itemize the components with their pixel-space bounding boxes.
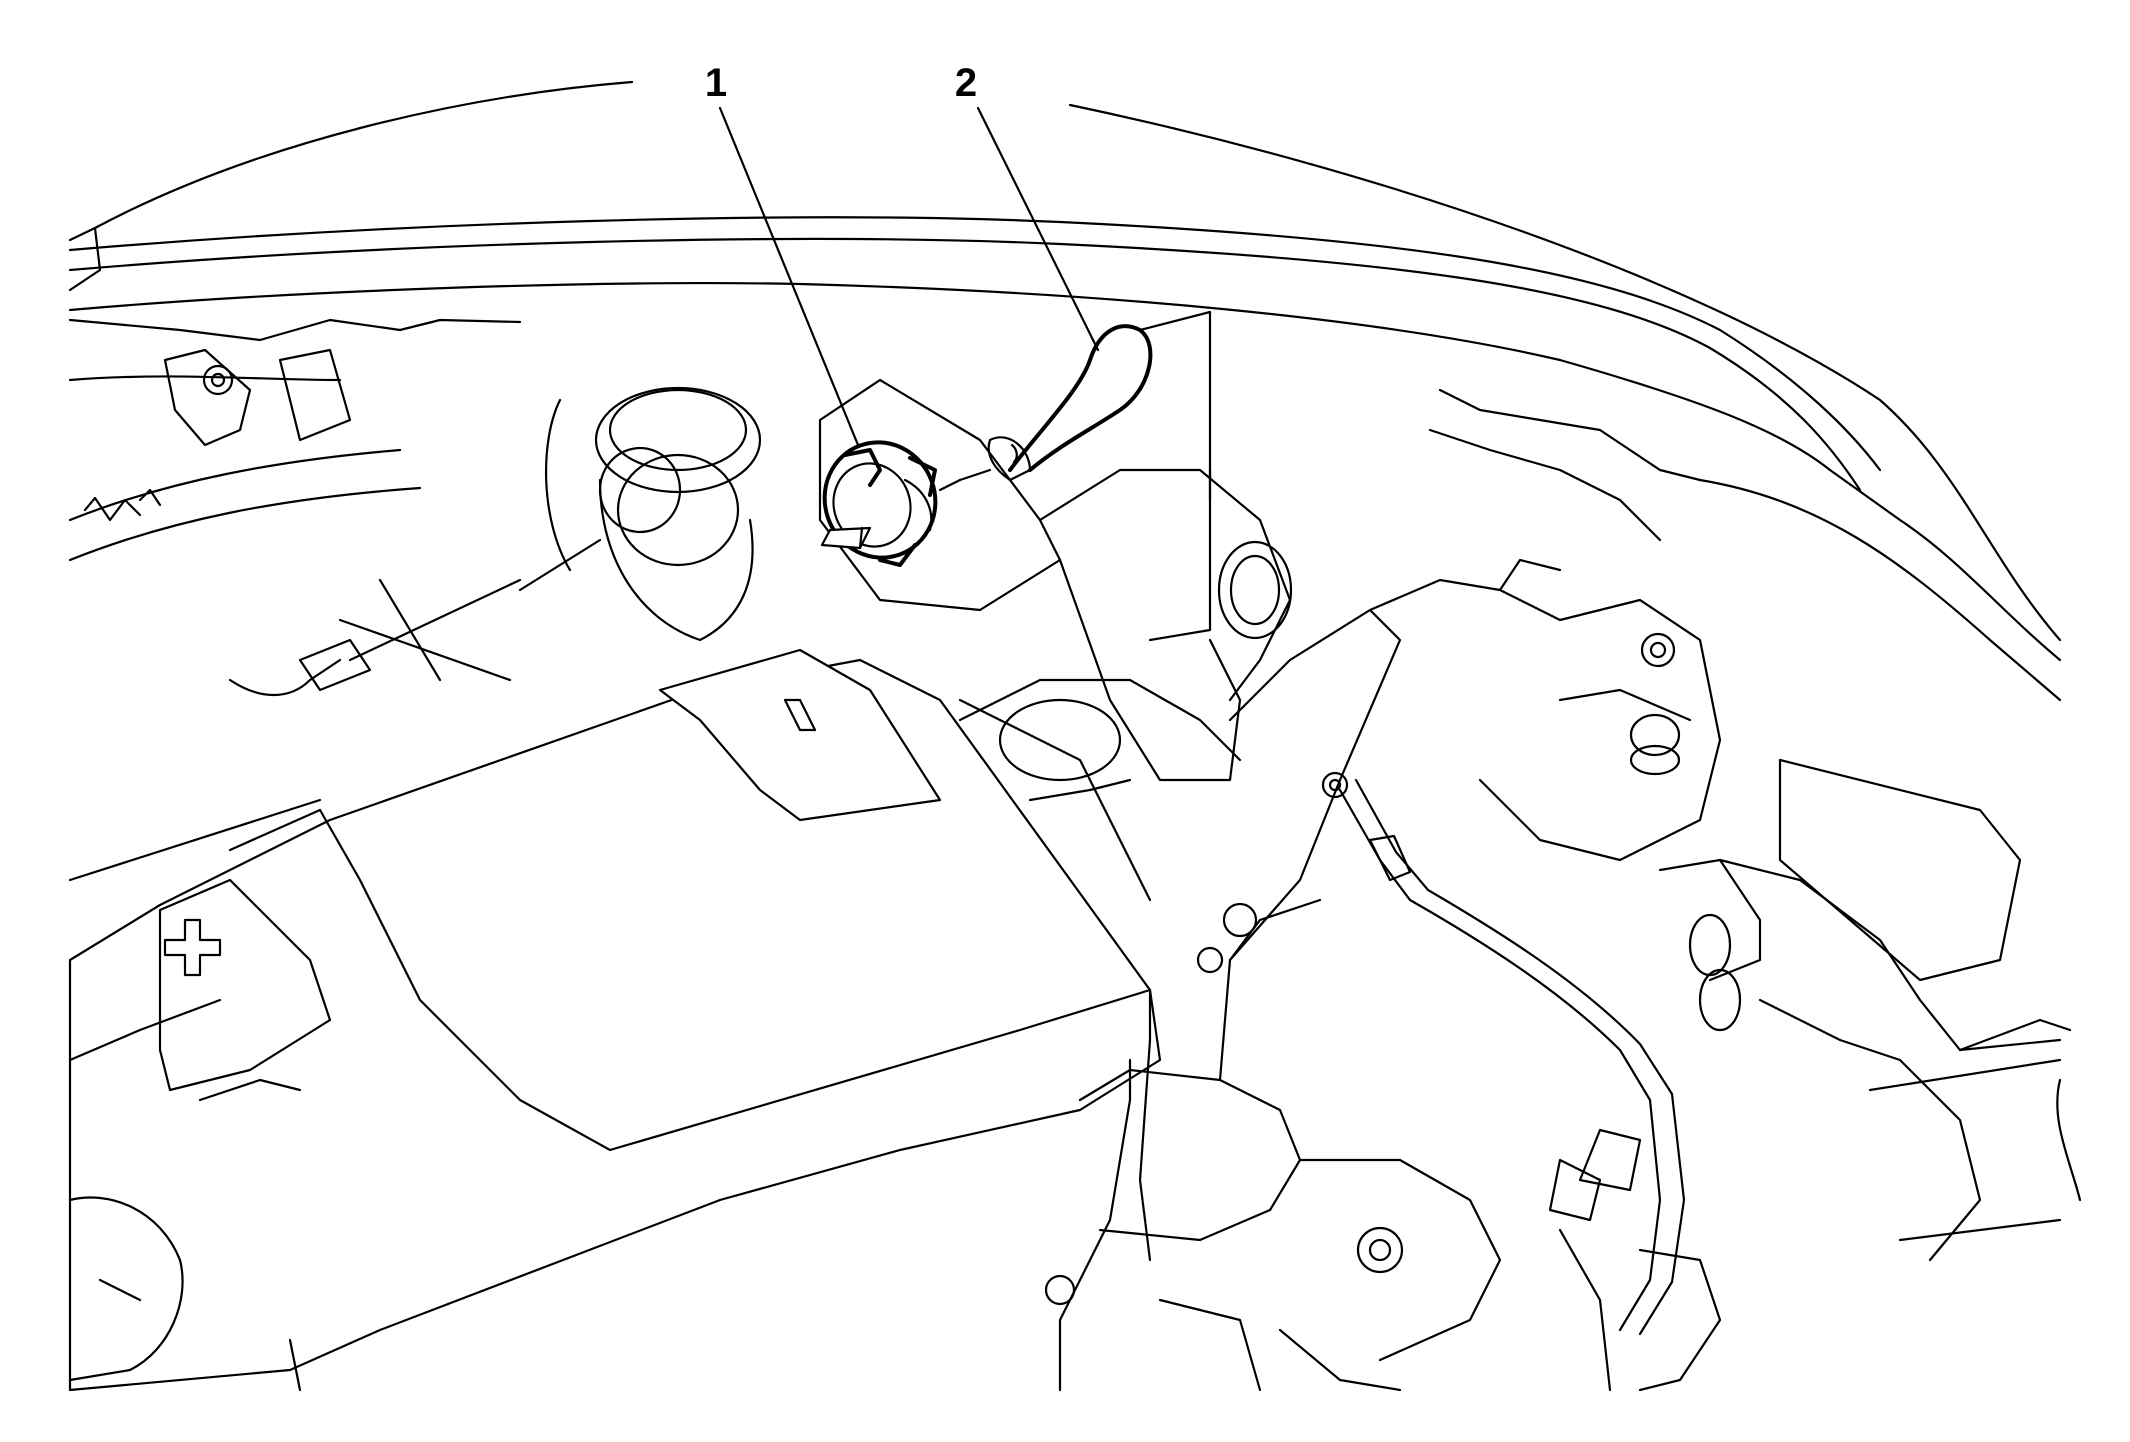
front-fascia [68, 216, 2062, 702]
projection-lines [1138, 310, 1212, 642]
left-upper-structure [68, 318, 522, 562]
harness-ties [228, 538, 602, 697]
positive-terminal-mark [163, 918, 222, 977]
bulb-socket [820, 440, 938, 567]
right-bracket [1228, 558, 1722, 962]
headlamp-bulb [938, 324, 1153, 492]
center-lower-mechanism [1044, 898, 1502, 1392]
bottom-left-part [68, 1196, 302, 1392]
ground-cable [1321, 771, 1686, 1336]
negative-terminal-mark [783, 698, 817, 732]
right-lower-structure [1548, 758, 2082, 1392]
callout-1-leader [718, 106, 860, 447]
washer-fluid-cap [544, 386, 762, 642]
callout-2-label: 2 [955, 61, 977, 105]
callout-2-leader [976, 106, 1100, 352]
battery-fuse-cover [68, 648, 1162, 1392]
callout-1-label: 1 [705, 61, 727, 105]
headlamp-housing [818, 378, 1293, 802]
hood-outline [68, 80, 2062, 642]
callout-leaders [718, 106, 1100, 447]
